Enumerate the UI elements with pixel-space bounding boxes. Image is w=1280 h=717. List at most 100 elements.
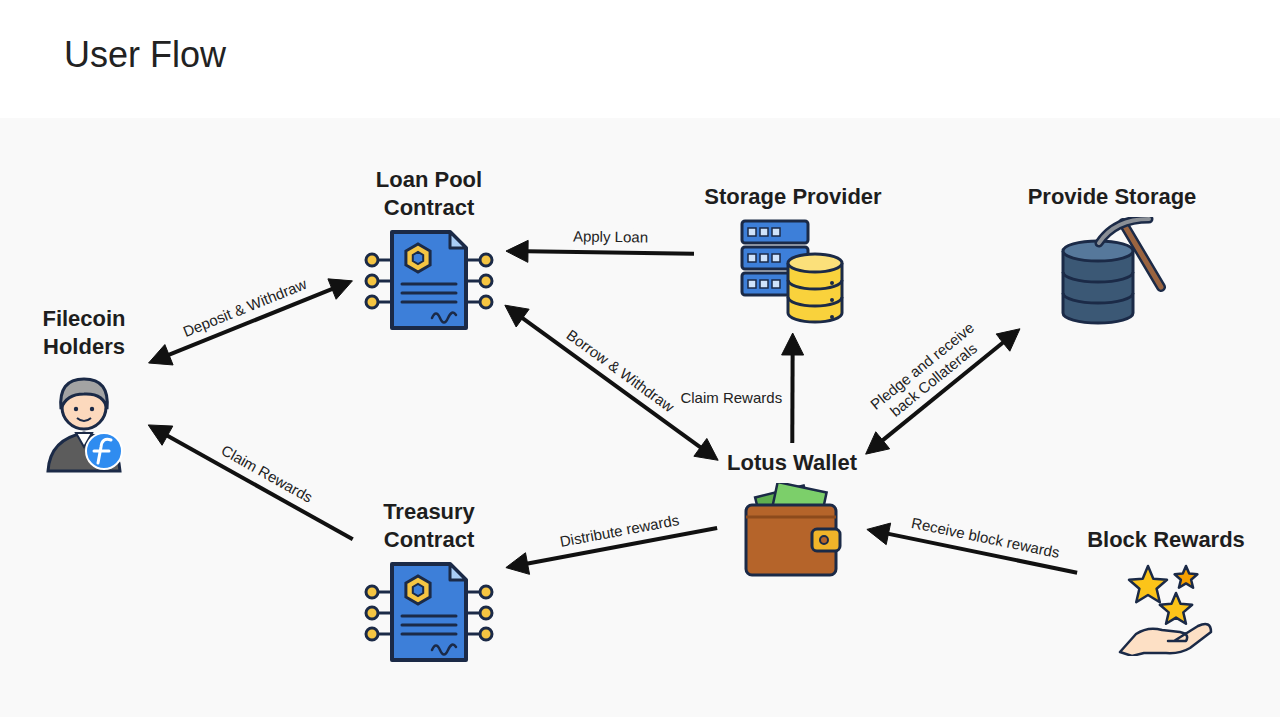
- arrow-shaft: [167, 435, 353, 539]
- arrow-head: [996, 329, 1020, 351]
- arrow-head: [149, 345, 174, 365]
- server-light: [772, 254, 780, 262]
- database-dot: [830, 315, 834, 319]
- title: User Flow: [64, 34, 226, 76]
- wallet-icon: [740, 483, 844, 579]
- text-line: [402, 283, 456, 286]
- user-node: Filecoin Holders: [25, 305, 143, 473]
- storage-band: [1063, 272, 1133, 282]
- connector-dot: [480, 628, 492, 640]
- database-top: [788, 254, 842, 272]
- document-fold: [450, 232, 466, 248]
- connector-pin: [378, 280, 392, 283]
- server-light: [748, 228, 756, 236]
- person-icon: [44, 367, 124, 473]
- flow-arrow: [505, 305, 718, 460]
- star: [1175, 566, 1198, 588]
- document-fold: [450, 564, 466, 580]
- server-light: [748, 254, 756, 262]
- flow-arrow: [149, 279, 353, 365]
- text-line: [402, 301, 456, 304]
- person-eye: [74, 407, 78, 411]
- edge-label: Claim Rewards: [678, 389, 784, 407]
- pickaxe-head: [1099, 219, 1149, 243]
- connector-dot: [366, 296, 378, 308]
- connector-pin: [466, 612, 480, 615]
- connector-dot: [366, 586, 378, 598]
- edge-label: Deposit & Withdraw: [178, 274, 311, 341]
- server-light: [760, 254, 768, 262]
- wallet-button: [820, 536, 828, 544]
- connector-dot: [480, 607, 492, 619]
- connector-pin: [466, 633, 480, 636]
- connector-pin: [378, 591, 392, 594]
- document-body: [392, 564, 466, 660]
- connector-pin: [378, 301, 392, 304]
- connector-dot: [366, 254, 378, 266]
- hexagon-core: [413, 584, 423, 596]
- flow-arrow: [782, 333, 804, 443]
- arrow-head: [866, 432, 890, 454]
- wallet-node: Lotus Wallet: [723, 449, 861, 579]
- node-label: Provide Storage: [1028, 183, 1197, 211]
- arrow-head: [694, 438, 718, 460]
- storage-band: [1063, 293, 1133, 303]
- signature: [432, 645, 456, 655]
- server-light: [772, 228, 780, 236]
- connector-pin: [466, 259, 480, 262]
- connector-dot: [480, 296, 492, 308]
- pickaxe-handle-outline: [1123, 223, 1161, 287]
- provider-node: Storage Provider: [700, 183, 886, 327]
- text-line: [402, 615, 456, 618]
- arrow-head: [867, 523, 891, 545]
- arrow-shaft: [522, 318, 701, 448]
- database-dot: [830, 298, 834, 302]
- connector-pin: [466, 280, 480, 283]
- wallet-clasp: [812, 529, 840, 551]
- connector-dot: [366, 275, 378, 287]
- connector-pin: [378, 259, 392, 262]
- connector-dot: [480, 275, 492, 287]
- wallet-seam: [746, 516, 836, 519]
- text-line: [402, 624, 456, 627]
- node-label: Loan Pool Contract: [364, 166, 494, 222]
- person-hair: [61, 379, 108, 409]
- hexagon-mark: [406, 576, 430, 604]
- smart-contract: Loan Pool Contract: [358, 166, 500, 334]
- mine-icon: [1057, 217, 1167, 325]
- reward-node: Block Rewards: [1083, 526, 1249, 656]
- storage-node: Provide Storage: [1024, 183, 1201, 325]
- node-label: Filecoin Holders: [29, 305, 139, 361]
- node-label: Treasury Contract: [364, 498, 494, 554]
- server-light: [760, 280, 768, 288]
- pickaxe-handle: [1123, 223, 1161, 287]
- database-band: [788, 297, 842, 306]
- person-eye: [90, 407, 94, 411]
- contract-icon: [362, 228, 496, 334]
- connector-pin: [378, 633, 392, 636]
- text-line: [402, 292, 456, 295]
- edge-label: Apply Loan: [571, 228, 650, 247]
- reward-icon: [1116, 560, 1216, 656]
- arrow-head: [505, 305, 529, 327]
- wallet-body: [746, 505, 836, 575]
- arrow-head: [506, 553, 530, 575]
- arrow-head: [782, 333, 804, 355]
- pickaxe-head-outline: [1099, 219, 1149, 243]
- arrow-shaft: [527, 251, 694, 253]
- connector-pin: [466, 591, 480, 594]
- server-light: [748, 280, 756, 288]
- flow-arrow: [148, 425, 353, 539]
- edge-label: Claim Rewards: [216, 441, 317, 508]
- star: [1129, 566, 1167, 602]
- signature: [432, 313, 456, 323]
- hexagon-mark: [406, 244, 430, 272]
- connector-pin: [466, 301, 480, 304]
- contract-icon: [362, 560, 496, 666]
- coin-symbol: [94, 439, 111, 463]
- connector-dot: [366, 628, 378, 640]
- hand: [1120, 624, 1211, 656]
